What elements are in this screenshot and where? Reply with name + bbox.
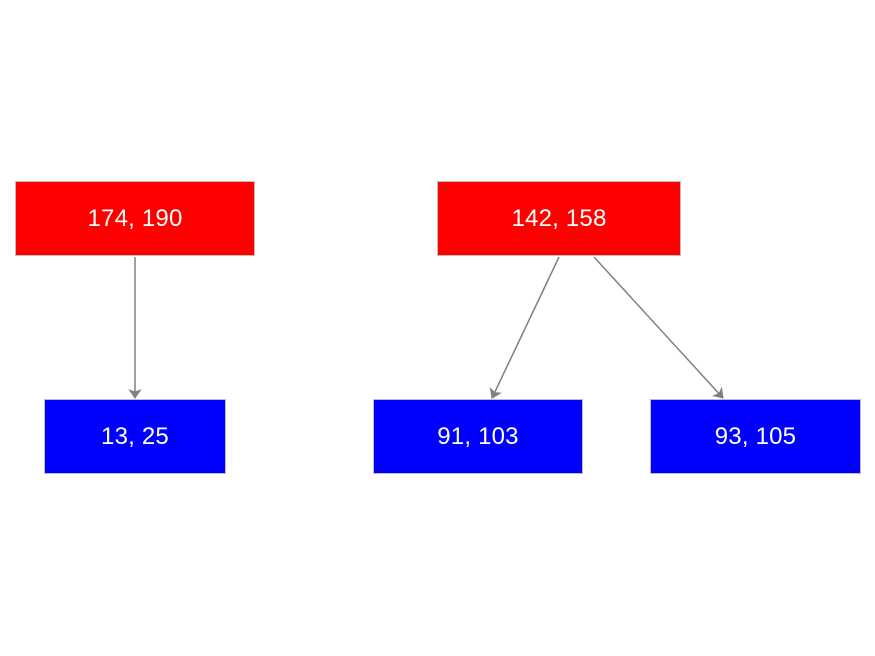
graph-node-n-142-158[interactable]: 142, 158	[437, 181, 681, 256]
graph-node-label: 93, 105	[714, 422, 797, 450]
graph-node-label: 142, 158	[511, 204, 607, 232]
graph-edge	[593, 256, 724, 399]
graph-node-label: 174, 190	[87, 204, 183, 232]
graph-edge	[489, 256, 560, 399]
graph-node-n-174-190[interactable]: 174, 190	[15, 181, 255, 256]
edges-group	[128, 256, 724, 399]
graph-node-label: 91, 103	[437, 422, 519, 450]
graph-node-n-13-25[interactable]: 13, 25	[44, 399, 226, 474]
graph-node-label: 13, 25	[101, 422, 169, 450]
graph-node-n-93-105[interactable]: 93, 105	[650, 399, 861, 474]
graph-node-n-91-103[interactable]: 91, 103	[373, 399, 583, 474]
